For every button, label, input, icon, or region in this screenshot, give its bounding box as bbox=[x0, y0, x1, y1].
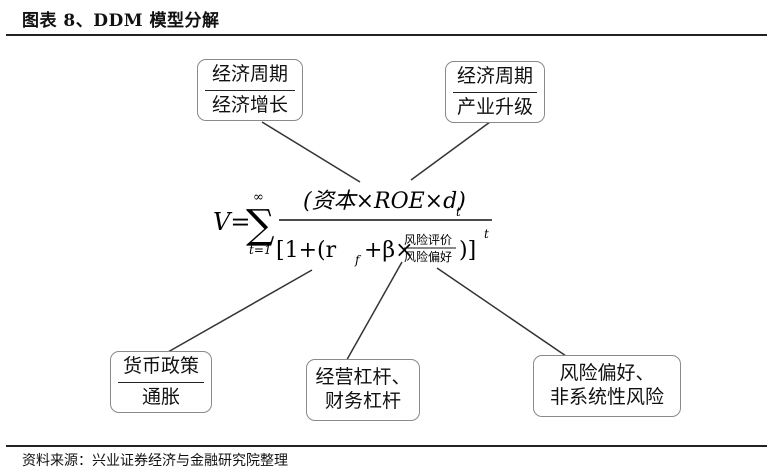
box-leverage: 经营杠杆、 财务杠杆 bbox=[306, 359, 420, 421]
box-economic-cycle-growth: 经济周期 经济增长 bbox=[197, 59, 303, 121]
numerator-subscript: t bbox=[456, 205, 461, 219]
connector-bottom-middle bbox=[339, 261, 403, 373]
box-numerator: 经济周期 bbox=[456, 64, 533, 87]
connector-bottom-left bbox=[167, 269, 313, 353]
box-line2: 非系统性风险 bbox=[549, 386, 664, 408]
box-line2: 财务杠杆 bbox=[324, 390, 401, 412]
sum-upper-limit: ∞ bbox=[253, 190, 264, 205]
box-fraction-line bbox=[205, 89, 295, 91]
risk-fraction-numerator: 风险评价 bbox=[404, 232, 452, 247]
box-risk-appetite: 风险偏好、 非系统性风险 bbox=[533, 355, 681, 417]
box-line1: 风险偏好、 bbox=[559, 362, 655, 385]
denominator-close: )] bbox=[459, 238, 476, 263]
connector-top-right bbox=[410, 121, 491, 181]
sum-symbol: ∑ bbox=[246, 202, 275, 248]
source-note: 资料来源：兴业证券经济与金融研究院整理 bbox=[22, 453, 288, 469]
connector-bottom-right bbox=[436, 267, 567, 357]
box-numerator: 经济周期 bbox=[211, 62, 288, 85]
bottom-rule bbox=[6, 445, 767, 447]
box-numerator: 货币政策 bbox=[122, 354, 199, 377]
risk-fraction-denominator: 风险偏好 bbox=[404, 249, 452, 264]
box-fraction-line bbox=[118, 381, 204, 383]
box-line1: 经营杠杆、 bbox=[315, 366, 411, 389]
box-monetary-policy: 货币政策 通胀 bbox=[110, 351, 212, 413]
box-denominator: 产业升级 bbox=[456, 95, 533, 118]
box-economic-cycle-industry: 经济周期 产业升级 bbox=[445, 61, 545, 123]
denominator-mid: +β× bbox=[364, 238, 414, 263]
box-denominator: 通胀 bbox=[141, 385, 180, 408]
denominator-exponent: t bbox=[484, 227, 489, 241]
formula-numerator: (资本×ROE×d) bbox=[303, 189, 466, 214]
connector-top-left bbox=[261, 121, 361, 183]
figure-title: 图表 8、DDM 模型分解 bbox=[22, 11, 220, 31]
top-rule bbox=[6, 34, 767, 36]
box-fraction-line bbox=[452, 91, 538, 93]
rf-subscript: f bbox=[354, 253, 362, 267]
box-denominator: 经济增长 bbox=[211, 93, 288, 116]
sum-lower-limit: t=1 bbox=[249, 243, 272, 257]
denominator-prefix: [1+(r bbox=[276, 238, 337, 263]
formula-lhs: V= bbox=[213, 208, 250, 236]
